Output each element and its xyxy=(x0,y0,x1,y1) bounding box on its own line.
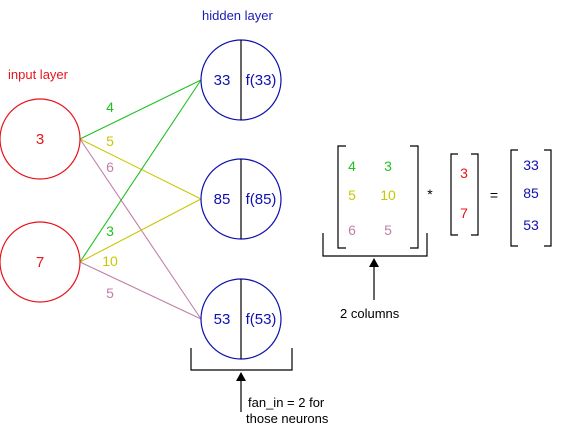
input-neuron: 7 xyxy=(0,221,81,303)
input-layer-title: input layer xyxy=(8,67,69,82)
connection-edge xyxy=(79,79,202,140)
fan-in-note-line2: those neurons xyxy=(246,411,329,426)
connection-edge xyxy=(79,138,202,320)
edge-weight-label: 10 xyxy=(102,253,118,269)
edge-weight-label: 5 xyxy=(106,133,114,149)
matrix-cell: 5 xyxy=(348,187,356,203)
output-vector-value: 33 xyxy=(523,157,539,173)
hidden-neuron: 85 f(85) xyxy=(200,158,282,240)
columns-note: 2 columns xyxy=(340,306,400,321)
hidden-neuron-activation: f(33) xyxy=(246,72,277,89)
edge-weight-label: 3 xyxy=(106,223,114,239)
input-neuron-circle xyxy=(0,221,81,303)
matrix-cell: 5 xyxy=(384,222,392,238)
input-neuron-value: 3 xyxy=(36,131,44,148)
fan-in-bracket xyxy=(190,348,293,371)
hidden-neuron: 53 f(53) xyxy=(200,278,282,360)
matrix-left-bracket xyxy=(337,145,346,249)
hidden-neuron-sum: 85 xyxy=(214,191,231,208)
hidden-neuron-sum: 33 xyxy=(214,72,231,89)
connection-edge xyxy=(79,261,202,320)
output-vector-left-bracket xyxy=(510,149,518,247)
columns-arrowhead xyxy=(369,258,379,267)
connection-edge xyxy=(79,79,202,263)
hidden-neuron: 33 f(33) xyxy=(200,39,282,121)
edge-weight-label: 5 xyxy=(106,285,114,301)
matrix-cell: 3 xyxy=(384,158,392,174)
matrix-right-bracket xyxy=(410,145,419,249)
edge-weight-label: 6 xyxy=(106,159,114,175)
multiply-operator: * xyxy=(427,186,433,202)
input-vector: 3 7 xyxy=(450,153,479,236)
matrix-cell: 6 xyxy=(348,222,356,238)
hidden-neuron-activation: f(53) xyxy=(246,311,277,328)
input-vector-right-bracket xyxy=(471,153,479,236)
connection-edge xyxy=(79,198,202,263)
columns-bracket xyxy=(322,233,428,257)
edge-weight-labels: 4 5 6 3 10 5 xyxy=(102,99,118,301)
hidden-layer-title: hidden layer xyxy=(202,8,273,23)
matrix-cells: 4 3 5 10 6 5 xyxy=(348,158,396,238)
connection-edge xyxy=(79,138,202,200)
hidden-neuron-sum: 53 xyxy=(214,311,231,328)
input-neuron-circle xyxy=(0,98,81,180)
fan-in-note-line1: fan_in = 2 for xyxy=(248,395,325,410)
output-vector-right-bracket xyxy=(544,149,552,247)
equals-operator: = xyxy=(490,187,498,203)
output-vector-value: 85 xyxy=(523,185,539,201)
input-vector-value: 7 xyxy=(460,205,468,221)
matrix-cell: 10 xyxy=(380,187,396,203)
connection-edges xyxy=(79,79,202,320)
input-neuron-value: 7 xyxy=(36,254,44,271)
matrix-cell: 4 xyxy=(348,158,356,174)
output-vector-value: 53 xyxy=(523,217,539,233)
input-vector-left-bracket xyxy=(450,153,458,236)
edge-weight-label: 4 xyxy=(106,99,114,115)
fan-in-arrowhead xyxy=(236,372,246,381)
output-vector: 33 85 53 xyxy=(510,149,552,247)
hidden-neuron-activation: f(85) xyxy=(246,191,277,208)
input-neuron: 3 xyxy=(0,98,81,180)
weight-matrix: 4 3 5 10 6 5 xyxy=(337,145,419,249)
input-vector-value: 3 xyxy=(460,165,468,181)
